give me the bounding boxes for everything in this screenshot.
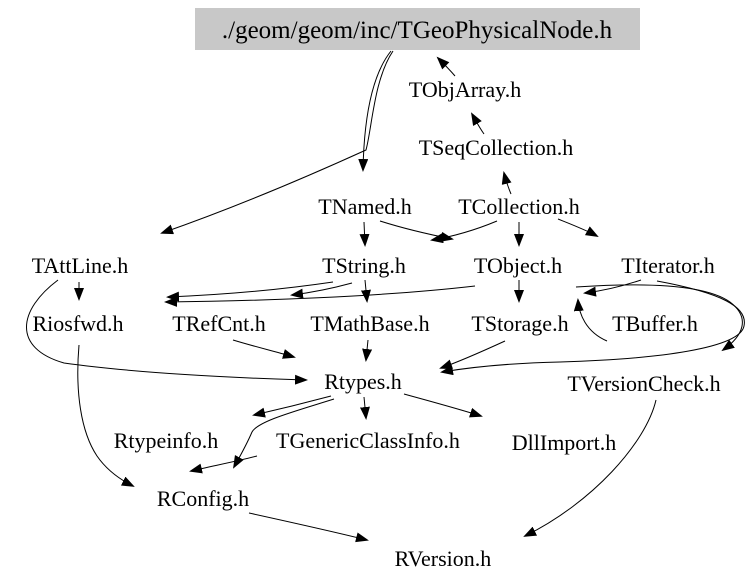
edge-titerator-tobject	[583, 279, 642, 297]
edge-group	[26, 50, 745, 543]
node-dllimport[interactable]: DllImport.h	[512, 430, 617, 455]
edge-rtypes-rconfig	[233, 398, 335, 469]
node-titerator[interactable]: TIterator.h	[621, 253, 714, 278]
edge-tcollection-tstring	[430, 220, 498, 244]
edge-tcollection-titerator	[557, 218, 599, 237]
edge-tgenericclassinfo-rconfig	[189, 455, 258, 474]
node-riosfwd[interactable]: Riosfwd.h	[32, 311, 123, 336]
title-node-label: ./geom/geom/inc/TGeoPhysicalNode.h	[222, 17, 613, 44]
node-tmathbase[interactable]: TMathBase.h	[310, 311, 429, 336]
edge-tobject-riosfwd	[164, 285, 476, 307]
edge-riosfwd-rconfig	[77, 344, 135, 487]
edge-trefcnt-rtypes	[232, 339, 296, 359]
node-tobjarray[interactable]: TObjArray.h	[409, 77, 521, 102]
edge-tobject-tversioncheck	[575, 284, 743, 352]
edge-rtypes-dllimport	[403, 393, 483, 418]
node-group: TObjArray.h TSeqCollection.h TNamed.h TC…	[32, 77, 721, 571]
edge-tnamed-tobject	[379, 220, 454, 242]
node-tbuffer[interactable]: TBuffer.h	[612, 311, 698, 336]
edge-tmathbase-rtypes	[362, 339, 373, 362]
node-tstring[interactable]: TString.h	[322, 253, 406, 278]
node-tattline[interactable]: TAttLine.h	[32, 253, 129, 278]
edge-tversioncheck-rversion	[523, 399, 657, 537]
edge-tcollection-tseqcollection	[501, 171, 512, 195]
node-trefcnt[interactable]: TRefCnt.h	[172, 311, 266, 336]
node-tseqcollection[interactable]: TSeqCollection.h	[419, 135, 574, 160]
edge-tbuffer-tobject	[573, 298, 608, 342]
edge-tstring-trefcnt	[290, 282, 353, 299]
edge-tnamed-tstring	[359, 221, 370, 247]
edge-titerator-rtypes	[440, 280, 745, 376]
node-rtypeinfo[interactable]: Rtypeinfo.h	[114, 428, 219, 453]
node-rversion[interactable]: RVersion.h	[395, 546, 492, 571]
node-tgenericclassinfo[interactable]: TGenericClassInfo.h	[276, 428, 460, 453]
edge-rtypes-tgenericclassinfo	[359, 396, 370, 420]
edge-title-tnamed	[358, 50, 392, 172]
title-node-box	[195, 8, 640, 50]
node-tstorage[interactable]: TStorage.h	[471, 311, 568, 336]
edge-tstring-riosfwd	[166, 281, 334, 302]
edge-rconfig-rversion	[248, 512, 369, 543]
edge-tseqcollection-tobjarray	[471, 112, 485, 135]
edge-title-tattline	[160, 50, 394, 235]
edge-tobjarray-title	[436, 56, 456, 77]
edge-tstorage-rtypes	[439, 340, 506, 370]
node-rconfig[interactable]: RConfig.h	[157, 486, 249, 511]
node-tversioncheck[interactable]: TVersionCheck.h	[567, 371, 720, 396]
node-tnamed[interactable]: TNamed.h	[318, 194, 411, 219]
edge-rtypes-rtypeinfo	[252, 395, 332, 418]
node-rtypes[interactable]: Rtypes.h	[324, 369, 402, 394]
node-tgeophysicalnode[interactable]: ./geom/geom/inc/TGeoPhysicalNode.h	[195, 8, 640, 50]
node-tobject[interactable]: TObject.h	[474, 253, 562, 278]
node-tcollection[interactable]: TCollection.h	[458, 194, 580, 219]
edge-tstring-tmathbase	[360, 279, 371, 303]
